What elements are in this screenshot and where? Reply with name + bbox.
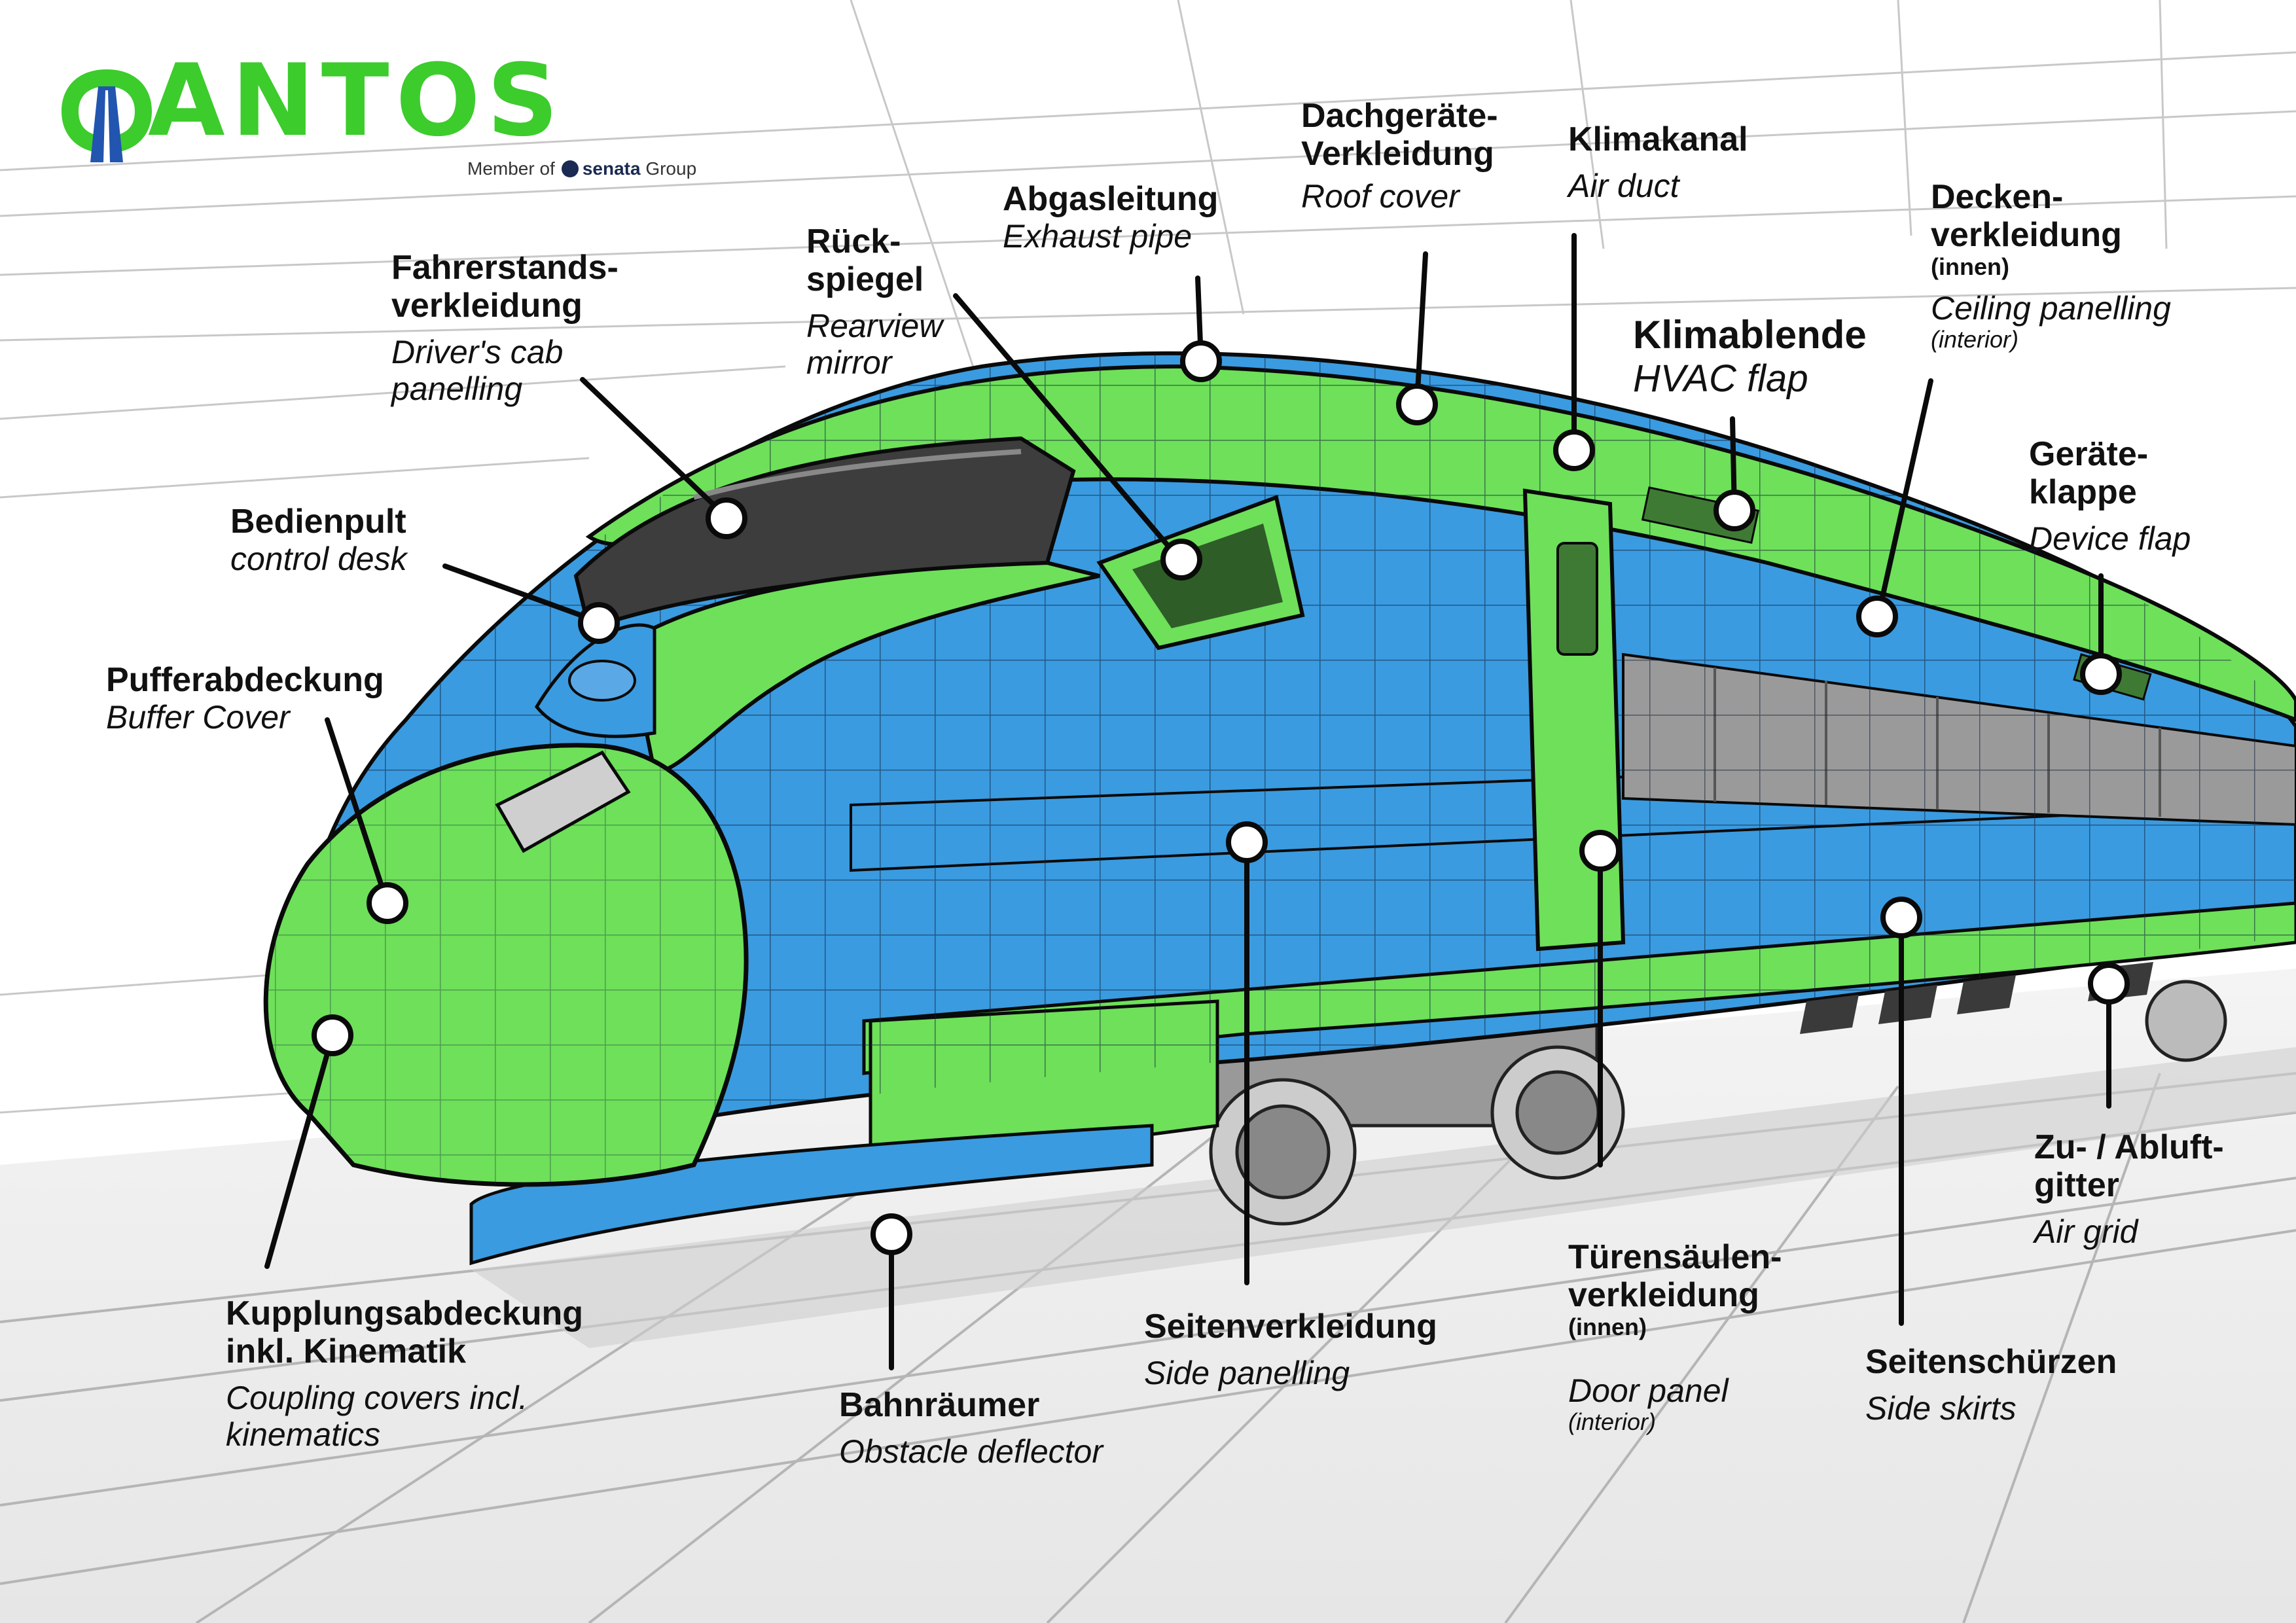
member-prefix: Member of	[467, 158, 555, 179]
label-geraeteklappe: Geräte- klappe Device flap	[2029, 435, 2191, 557]
label-en: Exhaust pipe	[1003, 218, 1193, 255]
label-en: Air grid	[2034, 1213, 2138, 1251]
dot-abgas	[1180, 340, 1222, 382]
dot-klimakanal	[1553, 429, 1595, 471]
dot-tueren	[1579, 830, 1621, 872]
label-en: Device flap	[2029, 520, 2191, 558]
label-en: Door panel	[1568, 1372, 1729, 1409]
label-en: HVAC flap	[1633, 357, 1808, 401]
label-de: Dachgeräte- Verkleidung	[1301, 97, 1498, 173]
label-bahnraeumer: Bahnräumer Obstacle deflector	[839, 1386, 1103, 1470]
label-de: Türensäulen- verkleidung	[1568, 1238, 1782, 1315]
dot-bahn	[870, 1213, 912, 1255]
headlight	[495, 750, 631, 853]
label-bedienpult: Bedienpult control desk	[230, 503, 407, 577]
dot-seitenverk	[1226, 821, 1268, 863]
label-en: Roof cover	[1301, 178, 1460, 215]
dot-geraete	[2080, 653, 2122, 695]
label-de: Seitenschürzen	[1865, 1343, 2117, 1381]
callout-dots	[312, 340, 2130, 1255]
label-de: Seitenverkleidung	[1144, 1308, 1437, 1346]
label-seitenverkleidung: Seitenverkleidung Side panelling	[1144, 1308, 1437, 1391]
dot-bedien	[578, 602, 620, 644]
label-en: Buffer Cover	[106, 699, 290, 736]
label-klimakanal: Klimakanal Air duct	[1568, 120, 1748, 204]
label-seitenschuerzen: Seitenschürzen Side skirts	[1865, 1343, 2117, 1427]
logo-wordmark: ANTOS	[148, 43, 565, 158]
label-en: Rearview mirror	[806, 308, 943, 382]
label-note: (interior)	[1931, 325, 2019, 353]
member-of-line: Member of senata Group	[467, 158, 696, 179]
logo-q-mark	[62, 69, 152, 162]
dot-zuluft	[2088, 963, 2130, 1005]
label-en: Obstacle deflector	[839, 1433, 1103, 1471]
label-de: Klimablende	[1633, 313, 1867, 357]
label-de: Abgasleitung	[1003, 180, 1219, 218]
dot-dach	[1396, 383, 1438, 425]
label-de: Bahnräumer	[839, 1386, 1040, 1424]
label-de: Decken- verkleidung	[1931, 178, 2122, 255]
member-suffix: Group	[645, 158, 697, 179]
label-puffer: Pufferabdeckung Buffer Cover	[106, 661, 384, 736]
label-kupplung: Kupplungsabdeckung inkl. Kinematik Coupl…	[226, 1294, 583, 1453]
label-note: (interior)	[1568, 1408, 1657, 1435]
label-de: Kupplungsabdeckung inkl. Kinematik	[226, 1294, 583, 1371]
windshield	[573, 436, 1076, 631]
label-abgas: Abgasleitung Exhaust pipe	[1003, 180, 1218, 255]
label-de: Bedienpult	[230, 503, 406, 541]
label-en: Side skirts	[1865, 1390, 2017, 1427]
dot-seitensch	[1880, 897, 1922, 938]
label-en: Ceiling panelling	[1931, 289, 2171, 327]
label-zuluft: Zu- / Abluft- gitter Air grid	[2034, 1128, 2224, 1250]
label-de: Klimakanal	[1568, 120, 1748, 158]
label-fahrerstand: Fahrerstands- verkleidung Driver's cab p…	[391, 249, 619, 407]
dot-kupplung	[312, 1014, 353, 1056]
label-de: Geräte- klappe	[2029, 435, 2149, 512]
label-sub: (innen)	[1931, 253, 2009, 281]
label-de: Rück- spiegel	[806, 223, 924, 299]
label-de: Pufferabdeckung	[106, 661, 384, 699]
air-grids	[1800, 962, 2153, 1034]
dot-decken	[1856, 596, 1898, 637]
dot-rueck	[1160, 539, 1202, 580]
cab-band	[626, 560, 1100, 775]
label-deckenverkleidung: Decken- verkleidung (innen) Ceiling pane…	[1931, 178, 2171, 353]
label-klimablende: Klimablende HVAC flap	[1633, 313, 1867, 401]
label-en: Driver's cab panelling	[391, 334, 564, 408]
label-tuerensaeulen: Türensäulen- verkleidung (innen) Door pa…	[1568, 1238, 1782, 1435]
label-de: Zu- / Abluft- gitter	[2034, 1128, 2224, 1205]
dot-fahrer	[706, 497, 747, 539]
senata-icon	[561, 160, 579, 177]
label-de: Fahrerstands- verkleidung	[391, 249, 619, 325]
label-en: control desk	[230, 541, 407, 578]
label-en: Air duct	[1568, 168, 1679, 205]
dot-puffer	[367, 882, 408, 924]
member-brand: senata	[582, 158, 641, 179]
label-sub: (innen)	[1568, 1313, 1647, 1341]
callout-leaders	[264, 233, 2111, 1370]
dot-klimablende	[1713, 490, 1755, 531]
label-rueckspiegel: Rück- spiegel Rearview mirror	[806, 223, 942, 381]
label-en: Side panelling	[1144, 1355, 1350, 1392]
label-en: Coupling covers incl. kinematics	[226, 1380, 528, 1454]
label-dachgeraete: Dachgeräte- Verkleidung Roof cover	[1301, 97, 1498, 215]
